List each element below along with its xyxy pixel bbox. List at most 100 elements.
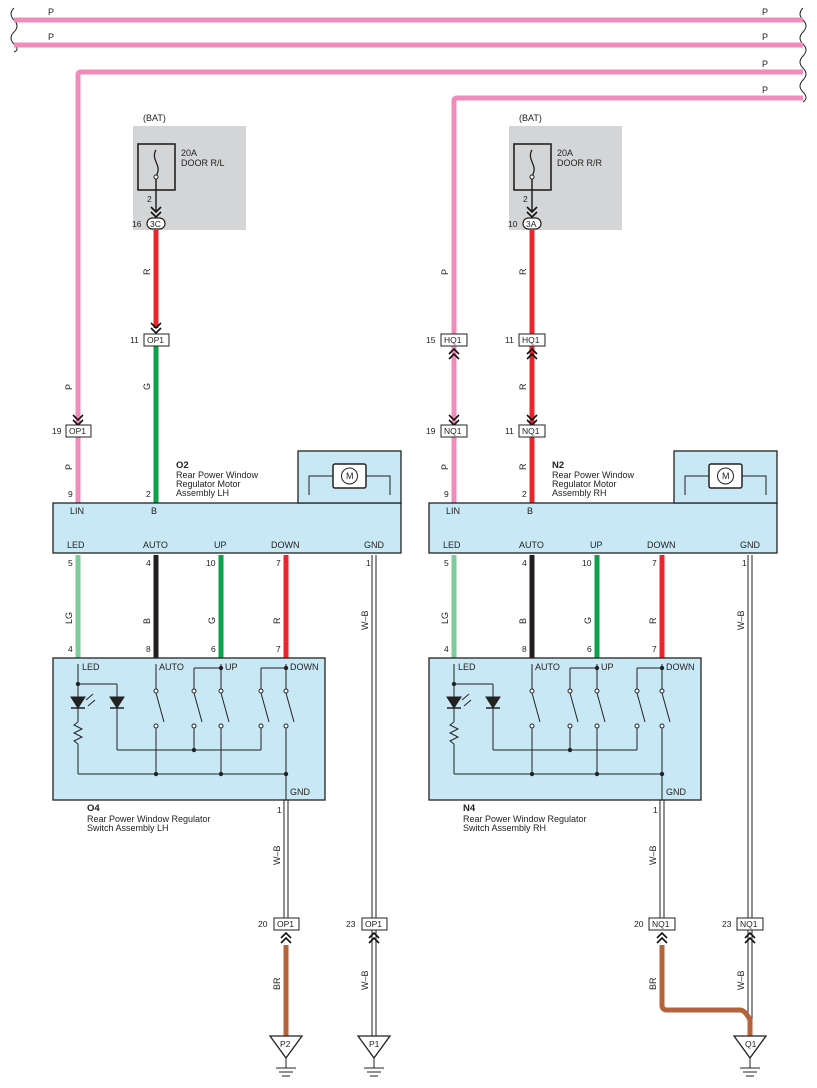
- svg-text:UP: UP: [225, 662, 238, 672]
- right-wiring: R R R P P W–B LG B G R W–B BR W–B: [440, 230, 753, 1036]
- svg-text:AUTO: AUTO: [143, 540, 168, 550]
- svg-text:(BAT): (BAT): [519, 113, 542, 123]
- svg-text:1: 1: [366, 558, 371, 568]
- svg-text:11: 11: [130, 335, 139, 345]
- svg-text:B: B: [518, 618, 528, 624]
- svg-text:Switch Assembly RH: Switch Assembly RH: [463, 823, 546, 833]
- svg-text:R: R: [142, 268, 152, 275]
- svg-text:LG: LG: [440, 612, 450, 624]
- svg-text:Regulator Motor: Regulator Motor: [176, 479, 241, 489]
- left-wiring: R G P P W–B LG B G R W–B BR W–B: [64, 230, 377, 1036]
- svg-text:5: 5: [68, 558, 73, 568]
- svg-text:1: 1: [277, 805, 282, 815]
- svg-text:4: 4: [68, 644, 73, 654]
- right-switch-assembly: 4 8 6 7 LED AUTO UP DOWN GND 1: [428, 644, 702, 833]
- svg-text:20: 20: [634, 919, 644, 929]
- svg-text:9: 9: [68, 489, 73, 499]
- left-connectors: OP1 11 OP1 19 OP1 20 OP1 23: [52, 333, 388, 944]
- svg-text:6: 6: [211, 644, 216, 654]
- right-motor-assembly: M N2 Rear Power Window Regulator Motor A…: [428, 450, 778, 568]
- svg-text:BR: BR: [272, 977, 282, 990]
- svg-text:P: P: [440, 464, 450, 470]
- svg-text:AUTO: AUTO: [519, 540, 544, 550]
- svg-text:P: P: [64, 384, 74, 390]
- svg-text:G: G: [207, 617, 217, 624]
- svg-text:GND: GND: [666, 787, 687, 797]
- right-connectors: HQ1 15 HQ1 11 NQ1 19 NQ1 11 NQ1 20 NQ1 2…: [426, 333, 764, 944]
- fuse-rating: 20A: [557, 148, 573, 158]
- bus-wire-label: P: [762, 85, 768, 95]
- svg-text:Rear Power Window: Rear Power Window: [552, 470, 635, 480]
- svg-text:W–B: W–B: [648, 845, 658, 865]
- component-code: N2: [552, 460, 564, 471]
- svg-text:W–B: W–B: [360, 610, 370, 630]
- svg-text:Rear Power Window: Rear Power Window: [176, 470, 259, 480]
- right-grounds: Q1: [732, 1035, 768, 1077]
- svg-text:6: 6: [587, 644, 592, 654]
- svg-text:2: 2: [522, 489, 527, 499]
- svg-text:20: 20: [258, 919, 268, 929]
- svg-text:4: 4: [444, 644, 449, 654]
- svg-text:NQ1: NQ1: [740, 919, 758, 929]
- svg-text:R: R: [518, 383, 528, 390]
- motor-icon: M: [346, 471, 354, 481]
- svg-text:Switch Assembly LH: Switch Assembly LH: [87, 823, 169, 833]
- svg-text:OP1: OP1: [69, 426, 86, 436]
- svg-text:R: R: [272, 617, 282, 624]
- svg-text:OP1: OP1: [365, 919, 382, 929]
- svg-text:OP1: OP1: [147, 335, 164, 345]
- svg-text:2: 2: [146, 489, 151, 499]
- svg-text:NQ1: NQ1: [652, 919, 670, 929]
- component-code: O2: [176, 460, 189, 471]
- svg-text:GND: GND: [364, 540, 385, 550]
- ground-point-label: P2: [280, 1039, 291, 1049]
- svg-text:LG: LG: [64, 612, 74, 624]
- svg-text:P: P: [440, 269, 450, 275]
- svg-text:Rear Power Window Regulator: Rear Power Window Regulator: [87, 814, 211, 824]
- svg-text:10: 10: [206, 558, 216, 568]
- svg-text:W–B: W–B: [272, 845, 282, 865]
- svg-text:2: 2: [523, 194, 528, 204]
- fuse-name: DOOR R/L: [181, 158, 225, 168]
- svg-text:R: R: [518, 463, 528, 470]
- svg-text:G: G: [142, 383, 152, 390]
- svg-text:HQ1: HQ1: [444, 335, 462, 345]
- svg-text:W–B: W–B: [360, 970, 370, 990]
- bus-wire-label: P: [48, 32, 54, 42]
- svg-text:W–B: W–B: [736, 610, 746, 630]
- motor-icon: M: [722, 471, 730, 481]
- power-bus: P P P P P P: [10, 7, 807, 510]
- svg-text:LIN: LIN: [446, 506, 460, 516]
- svg-text:B: B: [151, 506, 157, 516]
- svg-text:Rear Power Window Regulator: Rear Power Window Regulator: [463, 814, 587, 824]
- left-motor-assembly: M O2 Rear Power Window Regulator Motor A…: [52, 450, 402, 568]
- left-switch-assembly: 4 8 6 7 LED AUTO UP DOWN GND 1: [52, 644, 326, 833]
- bus-wire-label: P: [762, 32, 768, 42]
- svg-text:7: 7: [276, 644, 281, 654]
- junction-block-code: 3A: [526, 219, 537, 229]
- svg-text:7: 7: [652, 644, 657, 654]
- svg-text:R: R: [648, 617, 658, 624]
- ground-point-label: Q1: [745, 1039, 757, 1049]
- svg-text:UP: UP: [590, 540, 603, 550]
- component-code: N4: [463, 803, 476, 814]
- svg-text:Assembly LH: Assembly LH: [176, 488, 229, 498]
- fuse-name: DOOR R/R: [557, 158, 603, 168]
- bus-wire-label: P: [48, 7, 54, 17]
- svg-text:19: 19: [426, 426, 436, 436]
- left-fuse-block: (BAT) 20A DOOR R/L 2 3C 16: [132, 113, 246, 230]
- svg-text:DOWN: DOWN: [271, 540, 300, 550]
- svg-text:P: P: [64, 464, 74, 470]
- svg-text:DOWN: DOWN: [290, 662, 319, 672]
- svg-text:15: 15: [426, 335, 436, 345]
- svg-text:11: 11: [505, 426, 514, 436]
- svg-text:DOWN: DOWN: [647, 540, 676, 550]
- bus-wire-label: P: [762, 7, 768, 17]
- svg-text:5: 5: [444, 558, 449, 568]
- ground-point-label: P1: [369, 1039, 380, 1049]
- svg-text:19: 19: [52, 426, 62, 436]
- fuse-rating: 20A: [181, 148, 197, 158]
- svg-text:LIN: LIN: [70, 506, 84, 516]
- svg-text:23: 23: [346, 919, 356, 929]
- svg-text:16: 16: [132, 219, 142, 229]
